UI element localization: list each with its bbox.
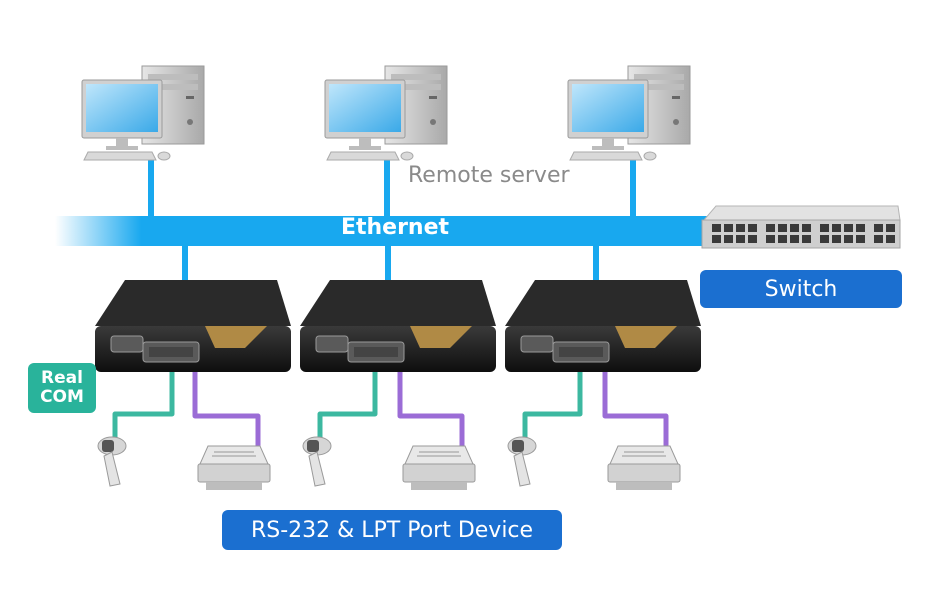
ethernet-label: Ethernet: [340, 215, 450, 240]
computer-icon: [81, 65, 205, 161]
device-link-2: [385, 244, 391, 282]
realcom-badge: Real COM: [28, 363, 96, 413]
computer-link-2: [384, 160, 390, 218]
realcom-line-2: COM: [40, 387, 84, 407]
device-server-icon: [299, 279, 497, 373]
switch-label: Switch: [700, 270, 902, 308]
port-device-label: RS-232 & LPT Port Device: [222, 510, 562, 550]
barcode-scanner-icon: [302, 436, 332, 487]
computer-link-3: [630, 160, 636, 218]
device-server-icon: [94, 279, 292, 373]
ethernet-bus: [55, 216, 775, 246]
barcode-scanner-icon: [507, 436, 537, 487]
barcode-scanner-icon: [97, 436, 127, 487]
device-links: [182, 244, 599, 282]
parallel-cables: [192, 368, 669, 450]
switch-icon: [701, 205, 901, 249]
printer-icon: [197, 445, 271, 491]
printer-icon: [607, 445, 681, 491]
device-link-1: [182, 244, 188, 282]
device-server-icon: [504, 279, 702, 373]
device-link-3: [593, 244, 599, 282]
serial-cables: [112, 368, 583, 442]
printer-icon: [402, 445, 476, 491]
realcom-line-1: Real: [41, 368, 83, 388]
computer-links: [148, 160, 636, 218]
computer-link-1: [148, 160, 154, 218]
computer-icon: [567, 65, 691, 161]
remote-server-label: Remote server: [408, 163, 570, 188]
computer-icon: [324, 65, 448, 161]
